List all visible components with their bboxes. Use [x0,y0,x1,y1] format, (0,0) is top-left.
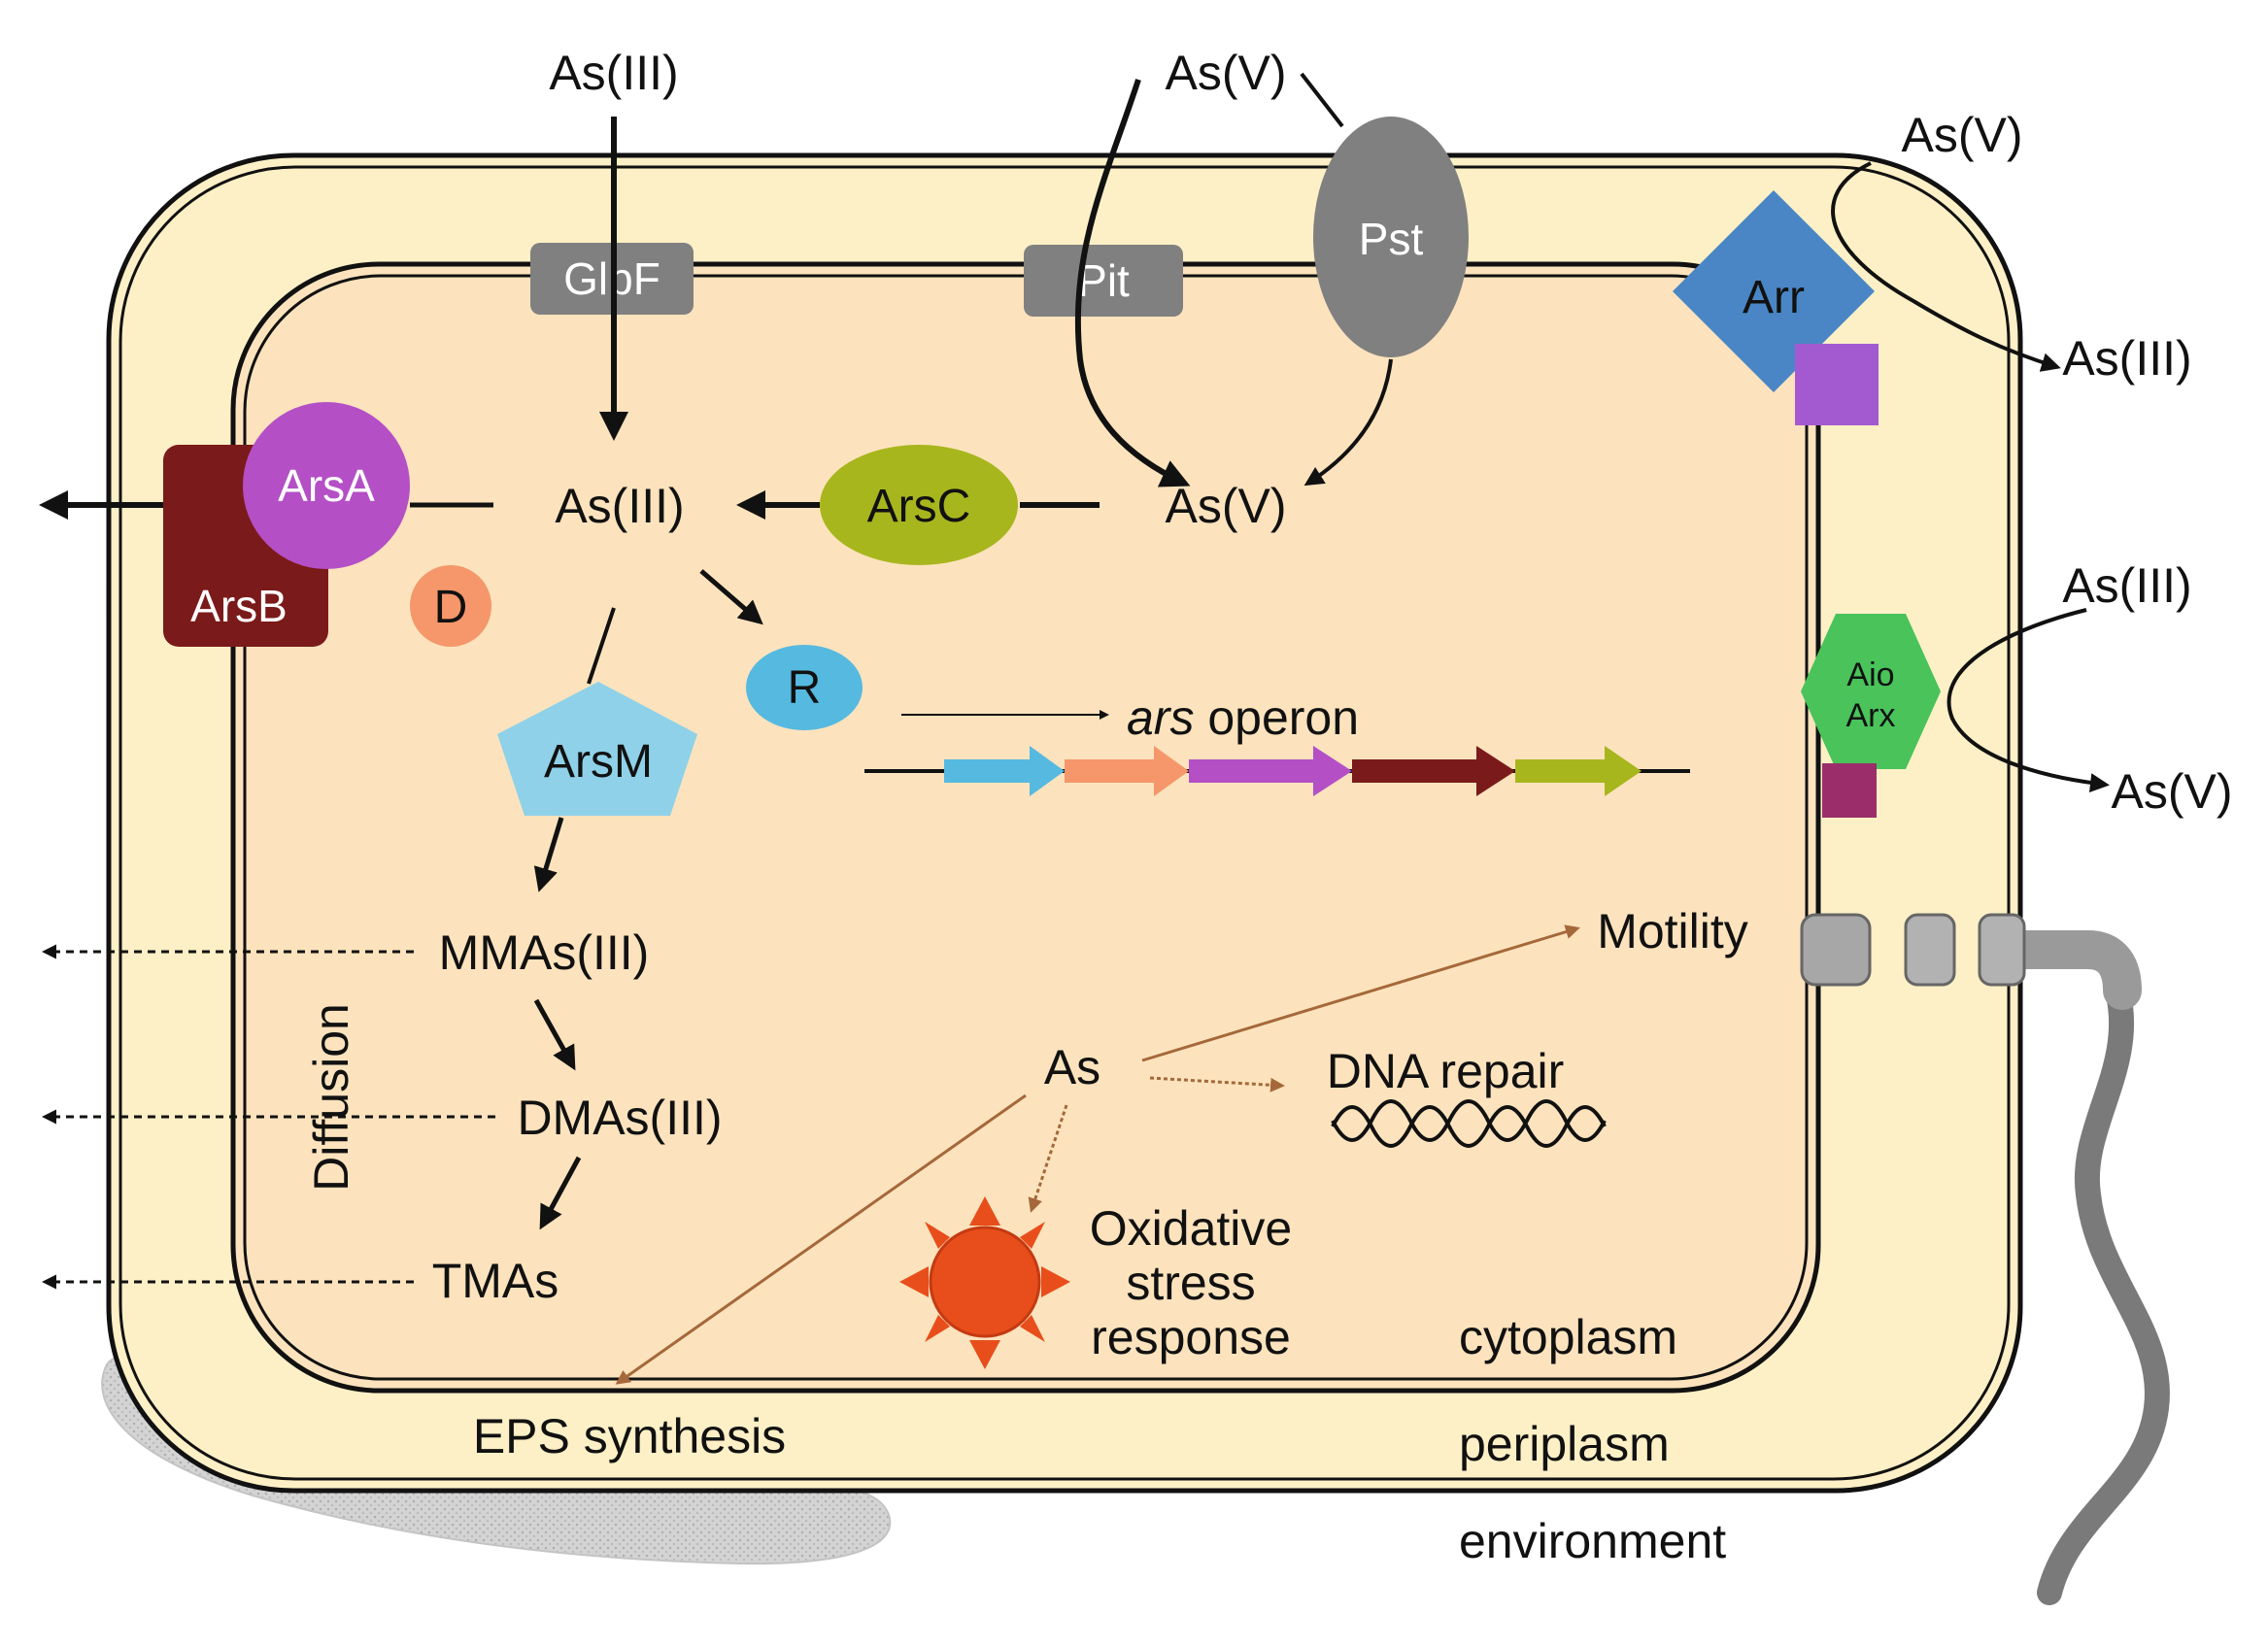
pst-transporter: Pst [1313,117,1469,357]
gene-arsC [1515,746,1642,796]
as3-to-arsm-line [587,607,616,685]
as5-center-label: As(V) [1166,479,1287,533]
as-hub-label: As [1044,1040,1100,1094]
as5-arr-in-label: As(V) [1902,108,2023,162]
aio-oxidation-arrow [1946,608,2110,793]
arsr-label: R [788,662,822,714]
arsa-atpase: ArsA [243,402,410,569]
as3-to-arsr-arrow [699,569,763,625]
arsm-label: ArsM [544,736,653,788]
arsr-repressor: R [746,645,863,730]
environment-label: environment [1459,1514,1726,1568]
as-to-dna-repair-arrow [1149,1076,1285,1092]
arsc-label: ArsC [867,481,971,532]
pst-uptake-arrow [1303,358,1393,487]
pst-label: Pst [1359,214,1424,264]
dmas-label: DMAs(III) [517,1091,722,1145]
oxidative-label-line3: response [1091,1310,1291,1364]
aio-label: Aio [1846,656,1894,693]
oxidative-label-line1: Oxidative [1090,1201,1292,1256]
flagellum-filament [2037,978,2170,1605]
mmas-label: MMAs(III) [439,925,650,980]
pst-binding-line [1300,72,1344,128]
flagellar-motor [1800,913,2026,987]
gene-arsB [1352,746,1515,796]
flagellum-hook [1962,930,2142,1010]
as3-top-label: As(III) [549,46,678,100]
pit-label: Pit [1077,255,1130,306]
tmas-label: TMAs [432,1254,559,1308]
as3-center-label: As(III) [555,479,684,533]
motility-label: Motility [1597,904,1748,958]
aio-arx-oxidase: Aio Arx [1801,614,1941,818]
eps-synthesis-label: EPS synthesis [473,1409,786,1463]
oxidative-stress-sun-icon [899,1196,1070,1369]
arr-reductase: Arr [1673,190,1879,425]
dna-helix-icon [1331,1099,1607,1148]
as5-aio-out-label: As(V) [2112,764,2233,819]
as-to-oxidative-arrow [1028,1104,1068,1213]
periplasm-label: periplasm [1459,1417,1670,1471]
arsd-label: D [434,582,468,633]
arsd-chaperone: D [410,565,491,647]
arsb-label: ArsB [190,581,288,631]
pit-uptake-arrow [1074,79,1191,487]
ars-operon-label: ars operon [1127,690,1359,745]
arr-reduction-arrow [1831,161,2061,372]
gene-arsD [1065,746,1189,796]
dmas-to-tmas-arrow [539,1156,582,1230]
dna-repair-label: DNA repair [1327,1044,1565,1098]
oxidative-label-line2: stress [1126,1256,1255,1310]
arx-label: Arx [1846,697,1896,734]
as5-top-label: As(V) [1166,46,1287,100]
as-to-eps-arrow [615,1093,1027,1385]
arr-label: Arr [1743,272,1805,323]
ars-operon-rest: operon [1194,690,1359,745]
gene-arsA [1189,746,1352,796]
mmas-to-dmas-arrow [533,998,576,1071]
arsc-reductase: ArsC [820,445,1018,565]
arsa-label: ArsA [278,460,375,511]
as-to-motility-arrow [1141,924,1580,1062]
as3-aio-in-label: As(III) [2062,558,2191,613]
outer-membrane-inner-line [118,165,2011,1481]
arsm-to-mmas-arrow [533,817,564,892]
ars-operon-italic: ars [1127,690,1194,745]
inner-membrane [230,261,1821,1394]
diffusion-label: Diffusion [304,1003,358,1192]
ars-operon-genes [864,746,1690,796]
as3-arr-out-label: As(III) [2062,331,2191,386]
pit-transporter: Pit [1024,245,1183,317]
arsm-methyltransferase: ArsM [497,682,697,816]
cytoplasm-label: cytoplasm [1459,1310,1677,1364]
gene-arsR [944,746,1065,796]
